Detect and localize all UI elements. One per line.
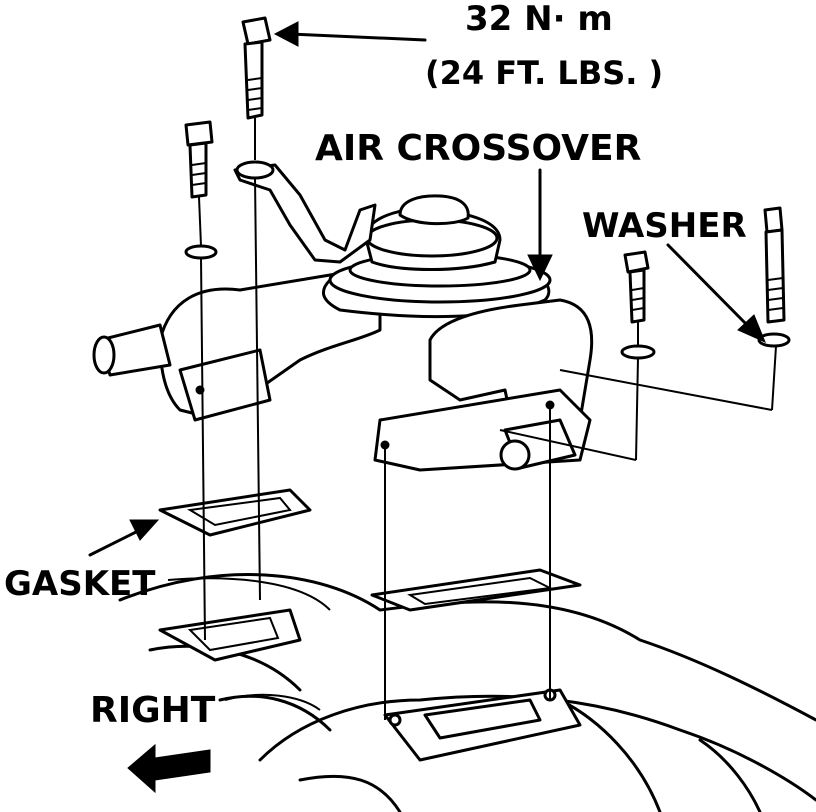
- air-crossover-arrow: [527, 168, 553, 282]
- gasket-right: [370, 568, 582, 612]
- washer-right: [620, 344, 656, 360]
- washer-left: [184, 244, 218, 260]
- bolt-washer-stud: [763, 206, 786, 324]
- torque-nm-label: 32 N· m: [465, 0, 613, 39]
- air-crossover-label: AIR CROSSOVER: [315, 128, 641, 169]
- gasket-arrow: [88, 519, 331, 611]
- gasket-label: GASKET: [4, 564, 156, 604]
- torque-ftlbs-label: (24 FT. LBS. ): [425, 54, 663, 92]
- intake-manifold: [118, 573, 816, 812]
- air-crossover-assembly: [92, 163, 594, 472]
- bolt-top-long: [241, 16, 272, 120]
- right-label: RIGHT: [90, 690, 216, 731]
- washer-top: [235, 160, 275, 180]
- washer-arrow: [666, 243, 766, 343]
- washer-stud: [757, 332, 791, 348]
- alignment-lines: [198, 118, 777, 720]
- washer-label: WASHER: [582, 206, 747, 246]
- gasket-left: [158, 488, 312, 537]
- right-indicator-leader: [224, 693, 321, 711]
- bolt-top-left: [184, 120, 214, 199]
- bolt-right-short: [623, 250, 650, 324]
- right-direction-arrow: [127, 743, 211, 794]
- torque-arrow: [273, 21, 427, 47]
